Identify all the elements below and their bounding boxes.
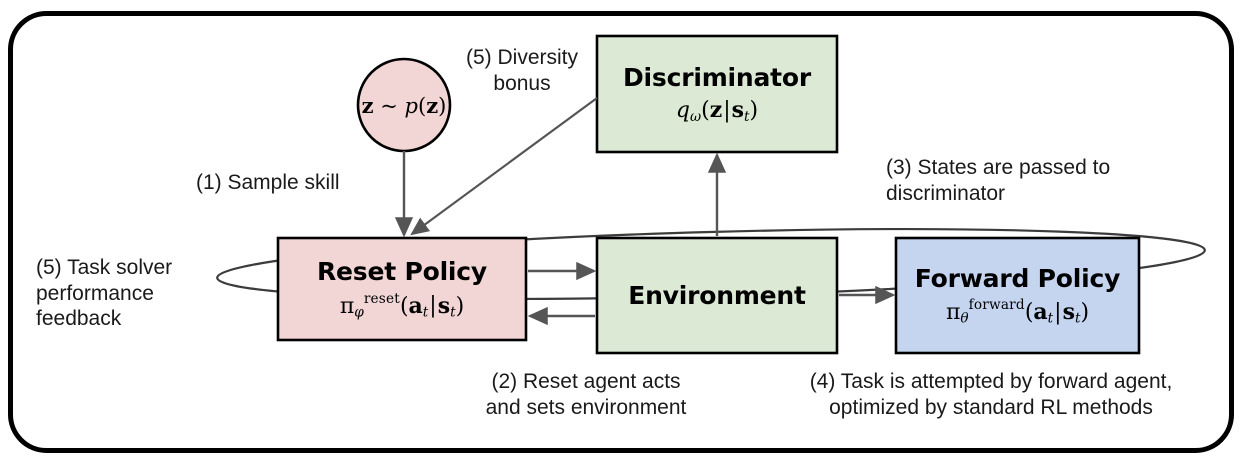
forward-policy-box	[894, 236, 1141, 355]
environment-box	[595, 236, 839, 355]
skill-prior-circle	[356, 57, 452, 153]
outer-frame	[8, 11, 1234, 453]
discriminator-box	[595, 34, 839, 154]
reset-policy-box	[276, 236, 528, 342]
edge-discriminator-to-reset	[410, 97, 598, 236]
